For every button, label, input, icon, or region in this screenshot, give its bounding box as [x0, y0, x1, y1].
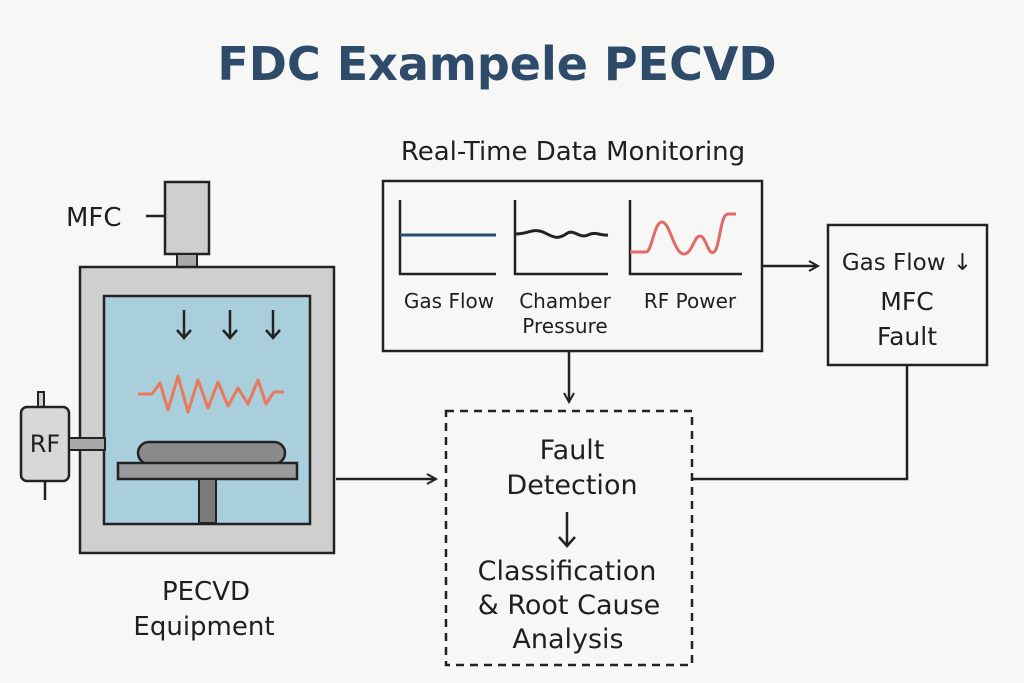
susceptor-stem: [198, 478, 217, 524]
monitoring-title: Real-Time Data Monitoring: [401, 137, 745, 167]
rf-power-axes: [628, 200, 742, 276]
fault-box-line2: MFC: [880, 287, 933, 316]
gas-flow-chart: Gas Flow: [398, 200, 496, 313]
gas-flow-axes: [398, 200, 496, 276]
fault-detection-box: Fault Detection Classification & Root Ca…: [444, 409, 694, 667]
chamber-pressure-trend: [514, 229, 609, 239]
mfc-unit: [163, 180, 211, 256]
rf-feed: [68, 437, 106, 451]
fault-detection-frame: [444, 409, 694, 667]
rf-power-label: RF Power: [644, 289, 737, 313]
fault-to-detection-line: [693, 366, 909, 481]
classification-line3: Analysis: [512, 624, 623, 655]
rf-power-chart: RF Power: [628, 200, 742, 313]
detection-line2: Detection: [506, 470, 637, 501]
fault-box-line3: Fault: [877, 322, 937, 351]
susceptor-plate: [116, 461, 299, 481]
monitoring-box: [381, 179, 764, 353]
chamber-pressure-axes: [513, 200, 608, 276]
chamber-pressure-chart: Chamber Pressure: [513, 200, 612, 338]
gas-flow-label: Gas Flow: [404, 289, 494, 313]
chamber-pressure-label-line2: Pressure: [522, 314, 607, 338]
gas-flow-arrows: [176, 310, 281, 340]
rf-power-trend: [630, 212, 736, 256]
mfc-label: MFC: [66, 203, 122, 233]
mfc-fault-box: Gas Flow ↓ MFC Fault: [826, 223, 989, 367]
chamber-pressure-label-line1: Chamber: [519, 289, 611, 313]
equipment-caption-line2: Equipment: [133, 612, 274, 642]
fault-box-line1: Gas Flow ↓: [842, 250, 972, 276]
mfc-fault-frame: [826, 223, 989, 367]
detection-to-classification-arrow: [558, 512, 576, 548]
equipment-caption-line1: PECVD: [162, 577, 250, 607]
rf-top-knob: [37, 391, 45, 409]
connectors: [336, 266, 909, 481]
classification-line1: Classification: [478, 556, 657, 587]
classification-line2: & Root Cause: [478, 590, 661, 621]
plasma-wave: [138, 374, 284, 414]
rf-label: RF: [30, 430, 60, 458]
monitoring-panel: Real-Time Data Monitoring Gas Flow Chamb…: [381, 137, 764, 353]
detection-line1: Fault: [540, 435, 605, 466]
page-title: FDC Exampele PECVD: [217, 37, 776, 91]
wafer: [136, 440, 287, 466]
pecvd-equipment: MFC RF PECVD Equipment: [19, 180, 336, 642]
